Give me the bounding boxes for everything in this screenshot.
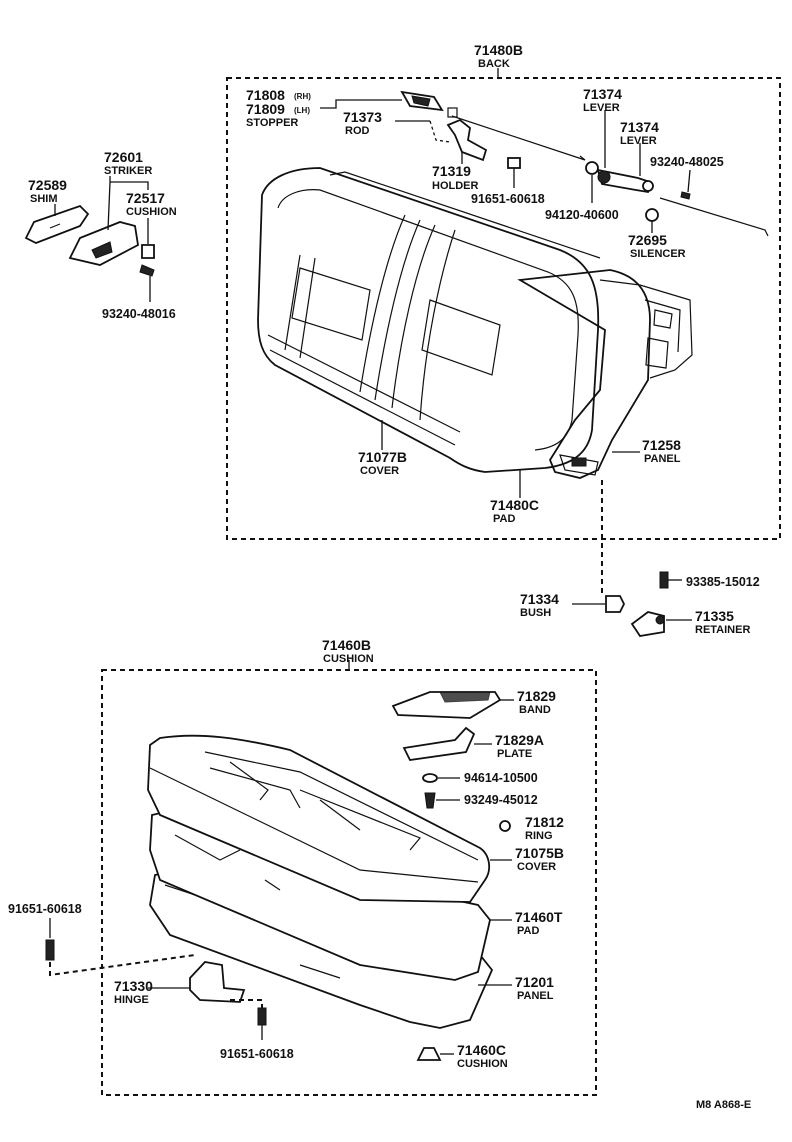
label-71374-a-number: 71374 bbox=[583, 86, 622, 102]
label-71809-qualifier: (LH) bbox=[294, 106, 310, 115]
diagram-code: M8 A868-E bbox=[696, 1099, 751, 1111]
bush-illustration bbox=[605, 595, 626, 613]
label-71829A-number: 71829A bbox=[495, 732, 544, 748]
label-71373-number: 71373 bbox=[343, 109, 382, 125]
label-71808-qualifier: (RH) bbox=[294, 92, 311, 101]
label-72589-number: 72589 bbox=[28, 177, 67, 193]
label-93249-number: 93249-45012 bbox=[464, 793, 538, 807]
cushion-72517-illustration bbox=[141, 244, 155, 259]
label-71829-name: BAND bbox=[519, 704, 551, 716]
label-71077B-name: COVER bbox=[360, 465, 399, 477]
label-71258-number: 71258 bbox=[642, 437, 681, 453]
screw-93240-48016-illustration bbox=[139, 264, 155, 277]
label-72517-name: CUSHION bbox=[126, 206, 177, 218]
label-71330-name: HINGE bbox=[114, 994, 149, 1006]
label-71812-number: 71812 bbox=[525, 814, 564, 830]
label-72695-number: 72695 bbox=[628, 232, 667, 248]
back-assembly: 71480B BACK bbox=[226, 42, 781, 540]
cushion-assembly-name: CUSHION bbox=[323, 653, 374, 665]
label-71374-a-name: LEVER bbox=[583, 102, 620, 114]
label-91651-a-number: 91651-60618 bbox=[471, 192, 545, 206]
label-93385-number: 93385-15012 bbox=[686, 575, 760, 589]
label-71829-number: 71829 bbox=[517, 688, 556, 704]
cushion-71460C-illustration bbox=[416, 1047, 442, 1061]
label-71374-b-name: LEVER bbox=[620, 135, 657, 147]
nut-94120-illustration bbox=[585, 161, 599, 203]
label-91651-c-number: 91651-60618 bbox=[220, 1047, 294, 1061]
bolt-91651-bottom-illustration bbox=[257, 1007, 267, 1026]
nut-94614-illustration bbox=[422, 773, 438, 783]
bolt-93249-illustration bbox=[424, 792, 436, 809]
label-71460C-number: 71460C bbox=[457, 1042, 506, 1058]
label-71460T-name: PAD bbox=[517, 925, 539, 937]
label-71480C-number: 71480C bbox=[490, 497, 539, 513]
striker-illustration bbox=[68, 221, 139, 266]
screw-93240-48025-illustration bbox=[680, 169, 691, 200]
seat-back-illustration bbox=[257, 167, 693, 479]
label-71319-number: 71319 bbox=[432, 163, 471, 179]
label-71809-number: 71809 bbox=[246, 101, 285, 117]
label-91651-b-number: 91651-60618 bbox=[8, 902, 82, 916]
striker-group: 72589 SHIM 72601 STRIKER 72517 CUSHION 9… bbox=[24, 149, 177, 321]
label-71201-name: PANEL bbox=[517, 990, 554, 1002]
label-72517-number: 72517 bbox=[126, 190, 165, 206]
cushion-assembly: 71460B CUSHION bbox=[45, 637, 597, 1096]
label-71480C-name: PAD bbox=[493, 513, 515, 525]
bolt-91651-illustration bbox=[507, 157, 521, 188]
holder-illustration bbox=[446, 118, 488, 162]
label-94614-number: 94614-10500 bbox=[464, 771, 538, 785]
label-93240-48016-number: 93240-48016 bbox=[102, 307, 176, 321]
cushion-assembly-number: 71460B bbox=[322, 637, 371, 653]
label-72601-name: STRIKER bbox=[104, 165, 152, 177]
label-71335-number: 71335 bbox=[695, 608, 734, 624]
label-71335-name: RETAINER bbox=[695, 624, 750, 636]
label-71077B-number: 71077B bbox=[358, 449, 407, 465]
label-71330-number: 71330 bbox=[114, 978, 153, 994]
linking-hardware: 93385-15012 71334 BUSH 71335 RETAINER bbox=[520, 480, 760, 637]
screw-93385-illustration bbox=[659, 571, 669, 589]
label-71258-name: PANEL bbox=[644, 453, 681, 465]
bolt-91651-left-illustration bbox=[45, 939, 55, 961]
silencer-illustration bbox=[645, 208, 659, 222]
label-71075B-name: COVER bbox=[517, 861, 556, 873]
label-71319-name: HOLDER bbox=[432, 180, 479, 192]
label-93240-48025-number: 93240-48025 bbox=[650, 155, 724, 169]
label-72601-number: 72601 bbox=[104, 149, 143, 165]
label-71373-name: ROD bbox=[345, 125, 370, 137]
label-71075B-number: 71075B bbox=[515, 845, 564, 861]
label-71460T-number: 71460T bbox=[515, 909, 563, 925]
plate-illustration bbox=[402, 726, 476, 761]
label-94120-number: 94120-40600 bbox=[545, 208, 619, 222]
seat-cushion-illustration bbox=[147, 734, 494, 1029]
label-71201-number: 71201 bbox=[515, 974, 554, 990]
back-assembly-name: BACK bbox=[478, 58, 510, 70]
label-71334-number: 71334 bbox=[520, 591, 559, 607]
rod-illustration bbox=[451, 115, 586, 161]
shim-illustration bbox=[24, 204, 90, 244]
label-71334-name: BUSH bbox=[520, 607, 551, 619]
label-72695-name: SILENCER bbox=[630, 248, 686, 260]
label-71460C-name: CUSHION bbox=[457, 1058, 508, 1070]
label-71812-name: RING bbox=[525, 830, 553, 842]
label-71829A-name: PLATE bbox=[497, 748, 532, 760]
back-assembly-boundary bbox=[226, 77, 781, 540]
lever-illustration bbox=[596, 110, 654, 194]
ring-illustration bbox=[499, 820, 511, 832]
stopper-illustration bbox=[400, 90, 458, 118]
label-71808-number: 71808 bbox=[246, 87, 285, 103]
label-72589-name: SHIM bbox=[30, 193, 58, 205]
back-assembly-number: 71480B bbox=[474, 42, 523, 58]
label-71809-name: STOPPER bbox=[246, 117, 298, 129]
hinge-illustration bbox=[189, 961, 246, 1003]
label-71374-b-number: 71374 bbox=[620, 119, 659, 135]
